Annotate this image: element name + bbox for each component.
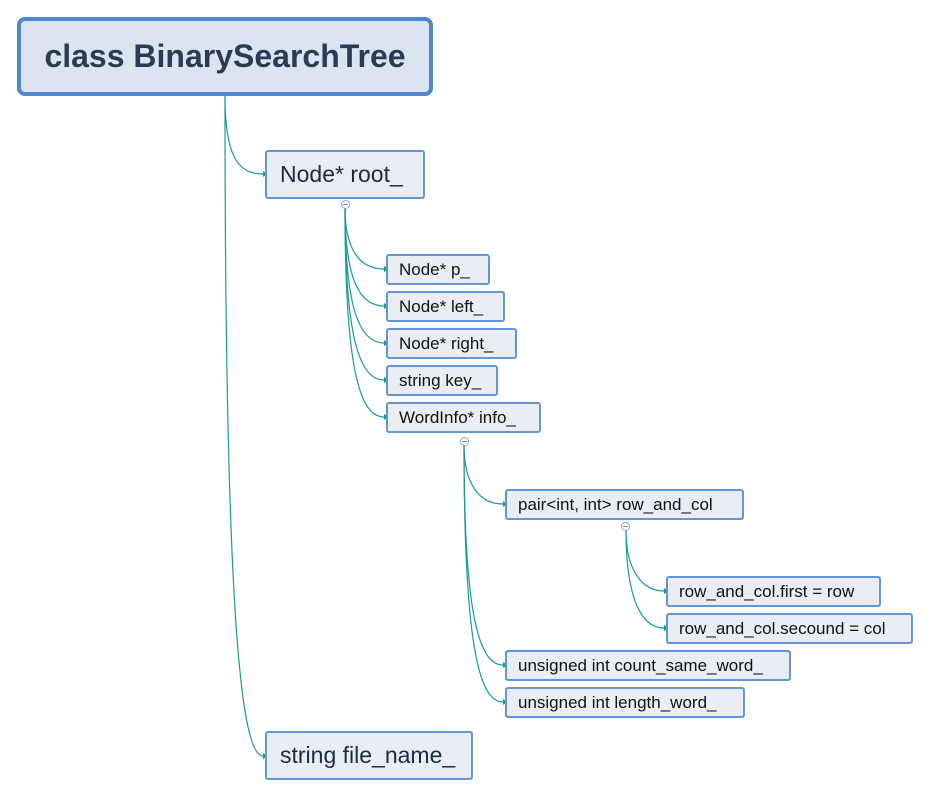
link-info-to-length — [463, 444, 504, 703]
node-count-same-word[interactable]: unsigned int count_same_word_ — [505, 650, 791, 681]
node-left[interactable]: Node* left_ — [386, 291, 505, 322]
link-pair-to-second — [625, 529, 665, 629]
collapse-info-icon[interactable] — [460, 437, 469, 446]
node-label: WordInfo* info_ — [399, 407, 516, 427]
link-info-to-count — [463, 444, 504, 666]
link-rootptr-to-info — [344, 207, 385, 418]
node-right[interactable]: Node* right_ — [386, 328, 517, 359]
node-label: string file_name_ — [280, 742, 456, 768]
node-label: Node* right_ — [399, 333, 494, 353]
node-label: unsigned int length_word_ — [518, 692, 717, 712]
collapse-root-pointer-icon[interactable] — [341, 200, 350, 209]
link-root-to-filename — [224, 95, 264, 757]
node-p[interactable]: Node* p_ — [386, 254, 490, 285]
node-label: pair<int, int> row_and_col — [518, 494, 713, 514]
node-second[interactable]: row_and_col.secound = col — [666, 613, 913, 644]
node-row-and-col[interactable]: pair<int, int> row_and_col — [505, 489, 744, 520]
node-first[interactable]: row_and_col.first = row — [666, 576, 881, 607]
node-info[interactable]: WordInfo* info_ — [386, 402, 541, 433]
class-node[interactable]: class BinarySearchTree — [17, 17, 433, 96]
node-file-name[interactable]: string file_name_ — [265, 731, 473, 780]
node-label: Node* root_ — [280, 161, 403, 187]
node-label: unsigned int count_same_word_ — [518, 655, 763, 675]
node-length-word[interactable]: unsigned int length_word_ — [505, 687, 745, 718]
node-label: string key_ — [399, 370, 482, 390]
link-pair-to-first — [625, 529, 665, 592]
node-key[interactable]: string key_ — [386, 365, 498, 396]
node-label: row_and_col.secound = col — [679, 618, 886, 638]
node-label: row_and_col.first = row — [679, 581, 855, 601]
link-rootptr-to-p — [344, 207, 385, 270]
class-node-label: class BinarySearchTree — [44, 38, 406, 74]
node-label: Node* left_ — [399, 296, 484, 316]
collapse-row-and-col-icon[interactable] — [621, 522, 630, 531]
link-info-to-pair — [463, 444, 504, 505]
link-root-to-rootptr — [224, 95, 264, 175]
node-root-pointer[interactable]: Node* root_ — [265, 150, 425, 199]
node-label: Node* p_ — [399, 259, 470, 279]
